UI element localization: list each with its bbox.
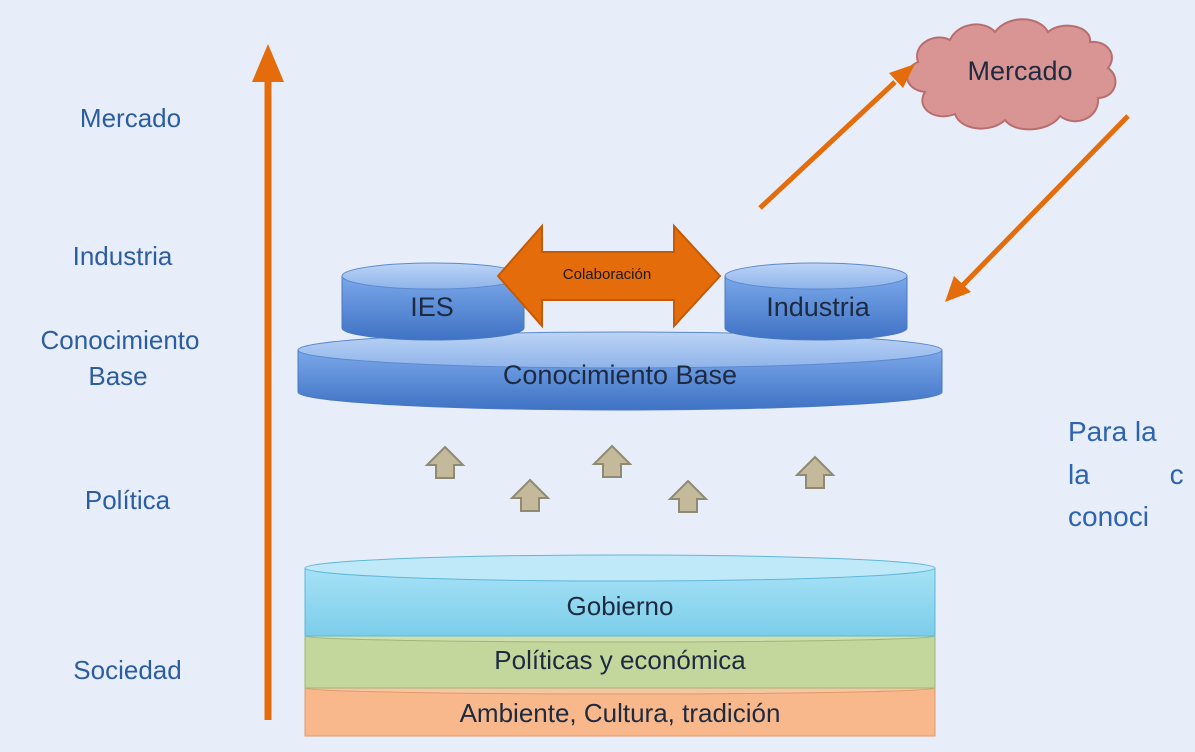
side-text-line-3: conoci [1068,501,1149,532]
up-arrow-icon [591,444,633,478]
small-up-arrows [424,444,836,513]
side-text-line-1: Para la [1068,416,1157,447]
conocimiento-base-label: Conocimiento Base [502,360,738,390]
ambiente-label: Ambiente, Cultura, tradición [459,698,781,728]
industria-label: Industria [766,292,870,322]
level-mercado: Mercado [79,103,182,133]
colaboracion-label: Colaboración [562,266,652,283]
level-conocimiento-line1: Conocimiento [40,325,200,355]
politicas-label: Políticas y económica [494,645,746,675]
level-politica: Política [84,485,171,515]
level-industria: Industria [72,241,173,271]
side-text-line-2: la c [1068,455,1184,495]
level-sociedad: Sociedad [73,655,182,685]
level-conocimiento-base: Conocimiento Base [0,322,240,394]
mercado-cloud [906,18,1117,131]
colaboracion-double-arrow [496,223,722,329]
side-text-line-2-text: la c [1068,459,1184,490]
arrow-to-mercado [758,64,915,210]
ies-label: IES [410,292,454,322]
up-arrow-icon [424,445,466,479]
up-arrow-icon [794,455,836,489]
up-arrow-icon [509,478,551,512]
vertical-axis-arrow [252,44,284,720]
industria-cylinder [724,262,908,341]
up-arrow-icon [667,479,709,513]
ies-cylinder [341,262,525,341]
arrow-from-mercado [945,114,1130,302]
level-conocimiento-line2: Base [88,361,148,391]
gobierno-label: Gobierno [566,591,674,621]
society-base-stack [304,554,936,737]
cloud-label: Mercado [967,56,1073,86]
conocimiento-base-cylinder [297,331,943,411]
